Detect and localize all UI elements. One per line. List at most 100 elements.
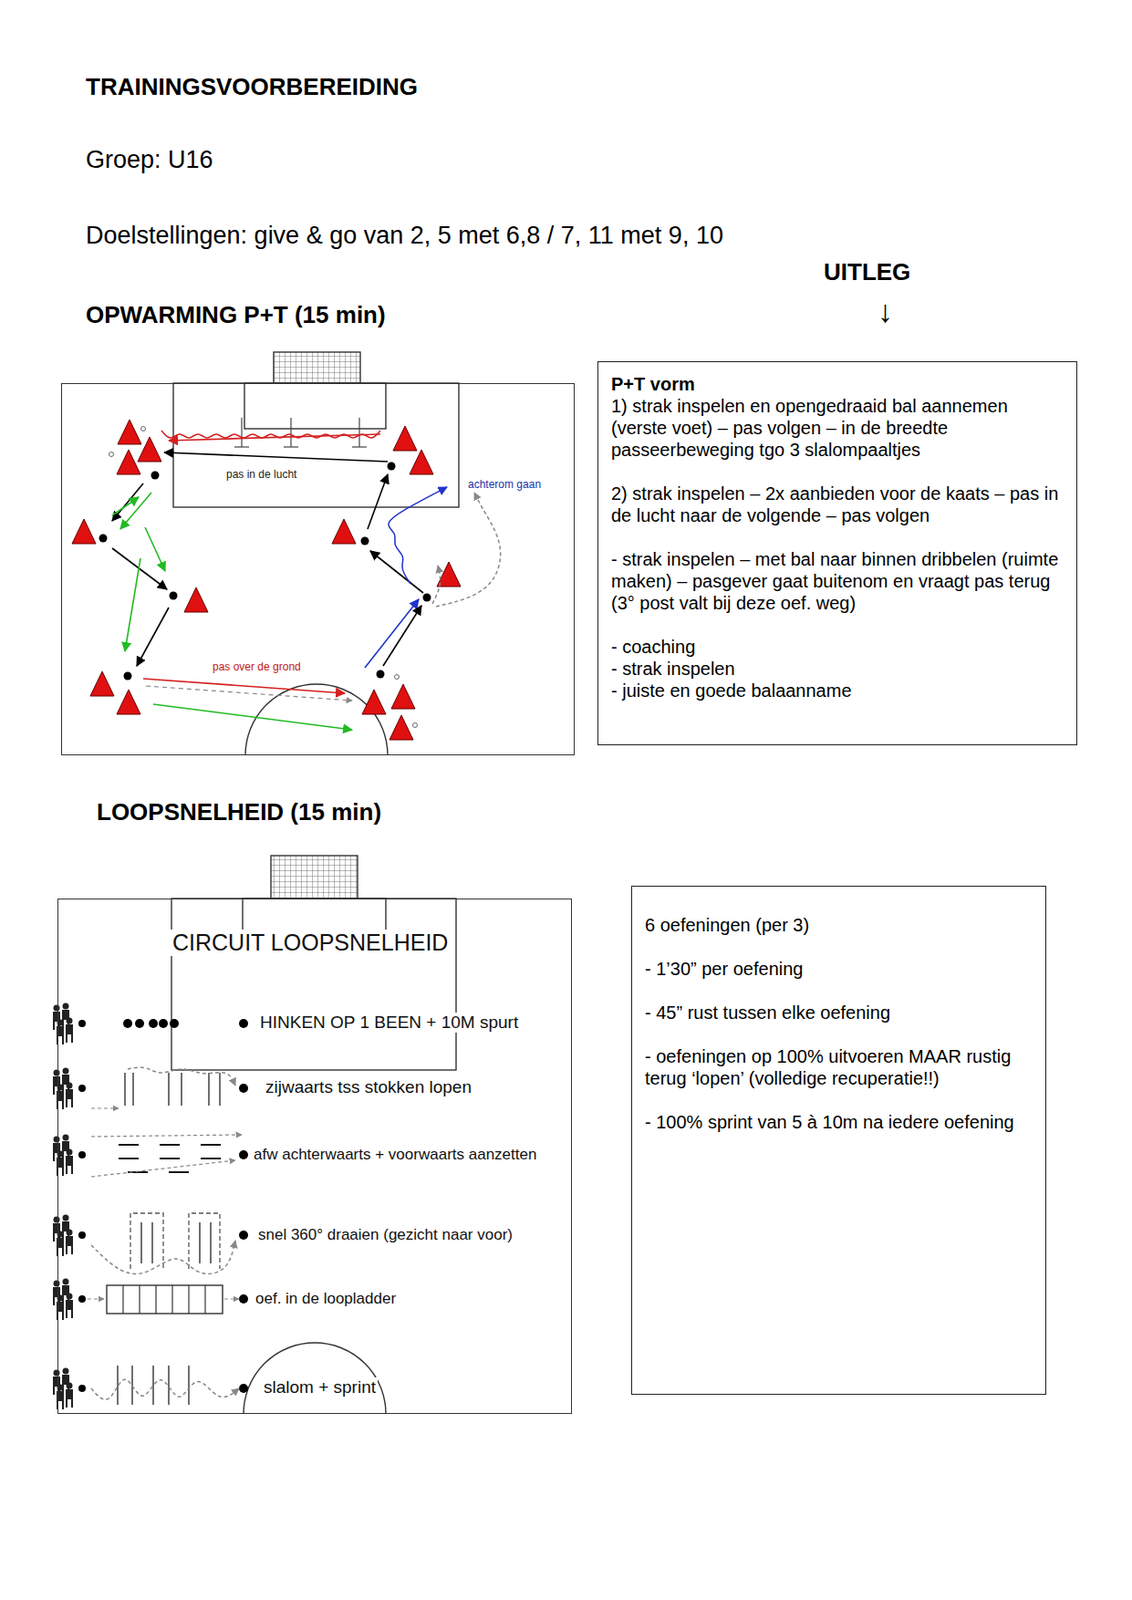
player-dot (238, 1383, 249, 1393)
player-figure (52, 1069, 61, 1096)
pass-arrow (152, 1365, 154, 1405)
penalty-arc (243, 1342, 386, 1414)
cone (116, 449, 141, 475)
pass-arrow (112, 497, 139, 516)
box-text: - juiste en goede balaanname (611, 679, 1064, 702)
pass-arrow (143, 678, 345, 694)
pass-arrow (91, 1107, 119, 1109)
pass-arrow (87, 1298, 104, 1299)
cone (393, 425, 417, 451)
player-figure (62, 1368, 70, 1394)
pass-arrow (131, 1365, 133, 1405)
penalty-box (171, 898, 457, 1070)
pass-arrow (159, 1143, 180, 1146)
box-text: - oefeningen op 100% uitvoeren MAAR rust… (644, 1045, 1033, 1090)
player-dot (238, 1150, 249, 1160)
player-dot (361, 537, 370, 546)
section-heading: LOOPSNELHEID (15 min) (96, 798, 382, 827)
player-figure (52, 1370, 61, 1396)
pass-arrow (91, 1160, 236, 1177)
pass-arrow (140, 1222, 142, 1264)
ball (141, 426, 146, 432)
player-dot (238, 1230, 249, 1240)
player-dot (78, 1384, 86, 1392)
pitch-diagram: pas in de luchtachterom gaanpas over de … (61, 383, 575, 756)
box-text: 1) strak inspelen en opengedraaid bal aa… (611, 394, 1064, 461)
explanation-box: 6 oefeningen (per 3)- 1’30” per oefening… (631, 885, 1047, 1395)
goal (270, 855, 358, 899)
run-path (432, 565, 441, 604)
run-path (436, 492, 501, 607)
player-dot (238, 1294, 249, 1304)
pass-arrow (171, 1285, 173, 1314)
pass-arrow (364, 599, 419, 668)
player-figure (65, 1149, 73, 1175)
objective-label: Doelstellingen: give & go van 2, 5 met 6… (85, 221, 724, 250)
field-label: snel 360° draaien (gezicht naar voor) (256, 1225, 515, 1245)
field-label: pas in de lucht (224, 468, 299, 482)
box-text: - strak inspelen (611, 657, 1064, 680)
pass-arrow (218, 1072, 220, 1106)
player-dot (423, 593, 432, 603)
pass-arrow (383, 605, 422, 666)
pass-arrow (153, 704, 353, 730)
cone (389, 715, 414, 740)
field-label: CIRCUIT LOOPSNELHEID (170, 929, 450, 956)
cone (117, 419, 142, 445)
pass-arrow (187, 1365, 189, 1405)
pass-arrow (138, 1285, 140, 1314)
penalty-box (173, 383, 459, 508)
cone (90, 671, 115, 696)
pass-arrow (209, 1222, 211, 1264)
player-figure (52, 1136, 61, 1163)
cone (391, 684, 416, 709)
box-heading: P+T vorm (611, 373, 1064, 395)
pass-arrow (168, 1171, 189, 1174)
run-path (388, 487, 447, 584)
section-heading: OPWARMING P+T (15 min) (85, 301, 386, 330)
player-dot (169, 1018, 179, 1029)
pass-arrow (118, 1143, 139, 1146)
pass-arrow (180, 1072, 182, 1106)
player-figure (65, 1293, 73, 1319)
player-figure (65, 1382, 73, 1409)
pass-arrow (200, 1157, 221, 1160)
player-dot (78, 1231, 86, 1239)
field-label: afw achterwaarts + voorwaarts aanzetten (251, 1145, 539, 1164)
cone (137, 436, 162, 462)
player-dot (376, 670, 385, 679)
pass-arrow (118, 1157, 139, 1160)
cone (409, 449, 434, 475)
pass-arrow (168, 434, 381, 441)
pass-arrow (370, 550, 424, 593)
box-text: - 100% sprint van 5 à 10m na iedere oefe… (644, 1111, 1033, 1133)
pass-arrow (116, 1365, 118, 1405)
explanation-heading: UITLEG (823, 258, 911, 287)
player-figure (65, 1229, 73, 1256)
player-dot (78, 1295, 86, 1303)
pass-arrow (159, 1157, 180, 1160)
pass-arrow (358, 417, 360, 447)
player-figure (52, 1005, 61, 1031)
player-dot (124, 672, 133, 681)
player-dot (148, 1018, 158, 1029)
box-text: - 45” rust tussen elke oefening (644, 1001, 1033, 1024)
player-figure (65, 1082, 73, 1109)
pass-arrow (145, 527, 166, 572)
pass-arrow (207, 1072, 209, 1106)
turn-frame (130, 1213, 164, 1269)
field-label: pas over de grond (210, 661, 303, 675)
run-path (91, 1240, 236, 1274)
player-figure (62, 1134, 70, 1161)
explanation-box: P+T vorm1) strak inspelen en opengedraai… (597, 361, 1078, 746)
box-text: 6 oefeningen (per 3) (644, 913, 1033, 936)
run-path (161, 430, 381, 438)
pass-arrow (91, 1134, 242, 1137)
pass-arrow (290, 417, 291, 447)
player-figure (65, 1017, 73, 1044)
cone (332, 519, 356, 544)
field-label: oef. in de loopladder (253, 1289, 398, 1309)
penalty-arc (245, 684, 388, 756)
player-dot (99, 534, 108, 543)
box-text: - strak inspelen – met bal naar binnen d… (611, 548, 1064, 614)
